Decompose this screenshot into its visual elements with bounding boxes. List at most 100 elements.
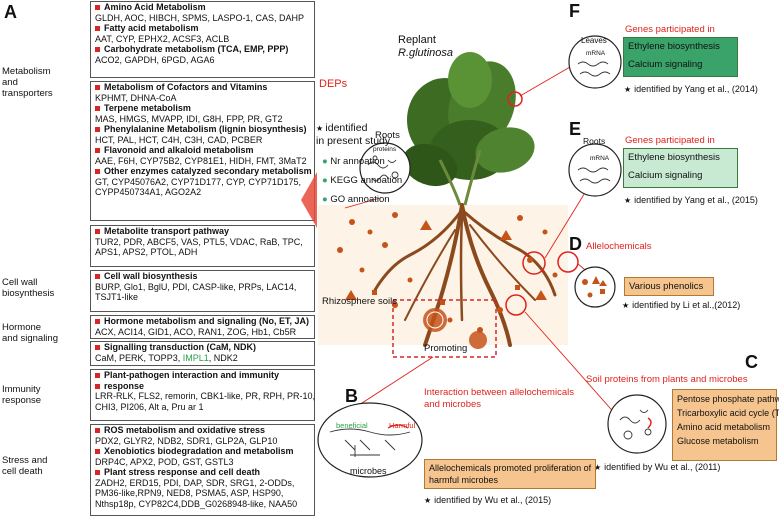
panel-f-letter: F [569, 1, 580, 21]
panel-e-item: Ethylene biosynthesis [628, 152, 720, 163]
bullet-icon: ● [322, 194, 328, 205]
roots-center-label: Roots [375, 130, 400, 141]
entry-genes: LRR-RLK, FLS2, remorin, CBK1-like, PR, R… [95, 391, 316, 401]
beneficial-label: beneficial [336, 421, 368, 430]
entry-genes: PM36-like,RPN9, NED8, PSMA5, ASP, HSP90, [95, 488, 284, 498]
panel-d-citation: identified by Li et al.,(2012) [622, 300, 740, 310]
bullet-icon: ● [322, 175, 328, 186]
entry-genes: CHI3, PI206, Alt a, Pru ar 1 [95, 401, 204, 412]
annotation-go-text: GO annoation [330, 194, 390, 205]
entry-title: Signalling transduction (CaM, NDK) [91, 342, 314, 353]
mrna-squiggles-f [577, 61, 611, 77]
marker-f [507, 91, 523, 107]
harmful-label: Harmful [389, 421, 416, 430]
panel-e-box: Ethylene biosynthesis Calcium signaling [623, 148, 738, 188]
annotation-kegg: ● KEGG annoation [322, 171, 402, 190]
panel-c-item: Amino acid metabolism [677, 422, 771, 432]
panel-e-citation: identified by Yang et al., (2015) [624, 195, 758, 205]
group-hormone: Hormone metabolism and signaling (No, ET… [90, 315, 315, 339]
panel-f-box: Ethylene biosynthesis Calcium signaling [623, 37, 738, 77]
promoting-label: Promoting [424, 343, 468, 354]
panel-d-heading: Allelochemicals [586, 241, 652, 252]
genes-pre: CaM, PERK, TOPP3, [95, 352, 183, 363]
marker-e [522, 251, 546, 275]
entry-genes: ZADH2, ERD15, PDI, DAP, SDR, SRG1, 2-ODD… [95, 477, 295, 488]
panel-c-letter: C [745, 352, 758, 372]
category-stress: Stress and cell death [2, 455, 48, 477]
proteins-label: proteins [373, 146, 397, 153]
entry-title-line2: response [104, 380, 145, 391]
entry-genes: PDX2, GLYR2, NDB2, SDR1, GLP2A, GLP10 [95, 435, 278, 446]
entry-title: Hormone metabolism and signaling (No, ET… [91, 316, 314, 327]
entry-title: Other enzymes catalyzed secondary metabo… [91, 166, 314, 177]
category-cell-wall: Cell wall biosynthesis [2, 277, 55, 299]
panel-b-box: Allelochemicals promoted proliferation o… [424, 459, 596, 489]
entry-genes: TUR2, PDR, ABCF5, VAS, PTL5, VDAC, RaB, … [95, 236, 303, 247]
genes-post: , NDK2 [208, 352, 238, 363]
panel-d-letter: D [569, 234, 582, 254]
entry-title: Fatty acid metabolism [91, 23, 314, 34]
marker-c [505, 294, 527, 316]
star-icon: ★ [316, 124, 326, 133]
rhizosphere-label: Rhizosphere soils [322, 296, 397, 307]
category-metabolism: Metabolism and transporters [2, 66, 53, 99]
group-stress: ROS metabolism and oxidative stress PDX2… [90, 424, 315, 516]
annotation-kegg-text: KEGG annoation [330, 175, 403, 186]
bullet-icon: ● [322, 156, 328, 167]
microbe-shapes [329, 428, 411, 457]
panel-f-heading: Genes participated in [625, 24, 715, 35]
soil-proteins-circle [607, 394, 667, 454]
panel-f-item: Calcium signaling [628, 59, 703, 70]
panel-c-item: Tricarboxylic acid cycle (TCA) [677, 408, 779, 418]
entry-genes: KPHMT, DHNA-CoA [95, 92, 177, 103]
entry-title: Terpene metabolism [91, 103, 314, 114]
panel-f-item: Ethylene biosynthesis [628, 41, 720, 52]
leaves-label: Leaves [581, 36, 607, 45]
group-basic-metabolism: Amino Acid Metabolism GLDH, AOC, HIBCH, … [90, 1, 315, 78]
entry-title: Cell wall biosynthesis [91, 271, 314, 282]
promoting-box [392, 299, 497, 358]
genes-highlight: IMPL1 [182, 352, 209, 363]
identified-present-label: ★ identified in present study [316, 122, 390, 147]
marker-d [557, 251, 579, 273]
allelochemical-shapes [582, 276, 607, 298]
panel-b-citation: identified by Wu et al., (2015) [424, 495, 551, 505]
group-transport: Metabolite transport pathway TUR2, PDR, … [90, 225, 315, 267]
group-immunity: Plant-pathogen interaction and immunity … [90, 369, 315, 421]
panel-c-heading: Soil proteins from plants and microbes [586, 374, 748, 385]
microbes-label: microbes [350, 466, 387, 476]
panel-b-letter: B [345, 386, 358, 406]
entry-title: Phenylalanine Metabolism (lignin biosynt… [91, 124, 314, 135]
entry-title: Xenobiotics biodegradation and metabolis… [91, 446, 314, 457]
panel-d-box: Various phenolics [624, 277, 714, 296]
entry-title: Amino Acid Metabolism [91, 2, 314, 13]
protein-squiggles [367, 155, 399, 182]
entry-genes: CYPP450734A1, AGO2A2 [95, 187, 202, 197]
species-label: R.glutinosa [398, 47, 454, 59]
category-hormone: Hormone and signaling [2, 322, 58, 344]
soil-particles [337, 212, 558, 333]
entry-genes: ACO2, GAPDH, 6PGD, AGA6 [95, 54, 215, 65]
plant-roots [373, 203, 557, 347]
group-secondary-metabolism: Metabolism of Cofactors and Vitamins KPH… [90, 81, 315, 221]
roots-label-e: Roots [583, 136, 606, 146]
entry-title: Plant-pathogen interaction and immunity [91, 370, 314, 381]
entry-title: Metabolism of Cofactors and Vitamins [91, 82, 314, 93]
entry-title: Plant stress response and cell death [91, 467, 314, 478]
entry-genes: CaM, PERK, TOPP3, IMPL1, NDK2 [91, 353, 314, 364]
annotation-nr-text: Nr annoation [330, 156, 385, 167]
allelochemicals-circle [574, 266, 616, 308]
entry-genes: DRP4C, APX2, POD, GST, GSTL3 [95, 456, 234, 467]
entry-genes: HCT, PAL, HCT, C4H, C3H, CAD, PCBER [95, 134, 263, 145]
panel-c-citation: identified by Wu et al., (2011) [594, 462, 720, 472]
category-immunity: Immunity response [2, 384, 42, 406]
annotation-nr: ● Nr annoation [322, 152, 402, 171]
panel-e-letter: E [569, 119, 582, 139]
entry-title: ROS metabolism and oxidative stress [91, 425, 314, 436]
mrna-label-f: mRNA [586, 50, 606, 57]
leaves-mrna-circle [568, 35, 622, 89]
entry-genes: Nthsp18p, CYP82C4,DDB_G0268948-like, NAA… [95, 498, 298, 509]
entry-genes: TSJT1-like [95, 292, 139, 302]
panel-c-box: Pentose phosphate pathway (PPP) Tricarbo… [672, 389, 779, 461]
